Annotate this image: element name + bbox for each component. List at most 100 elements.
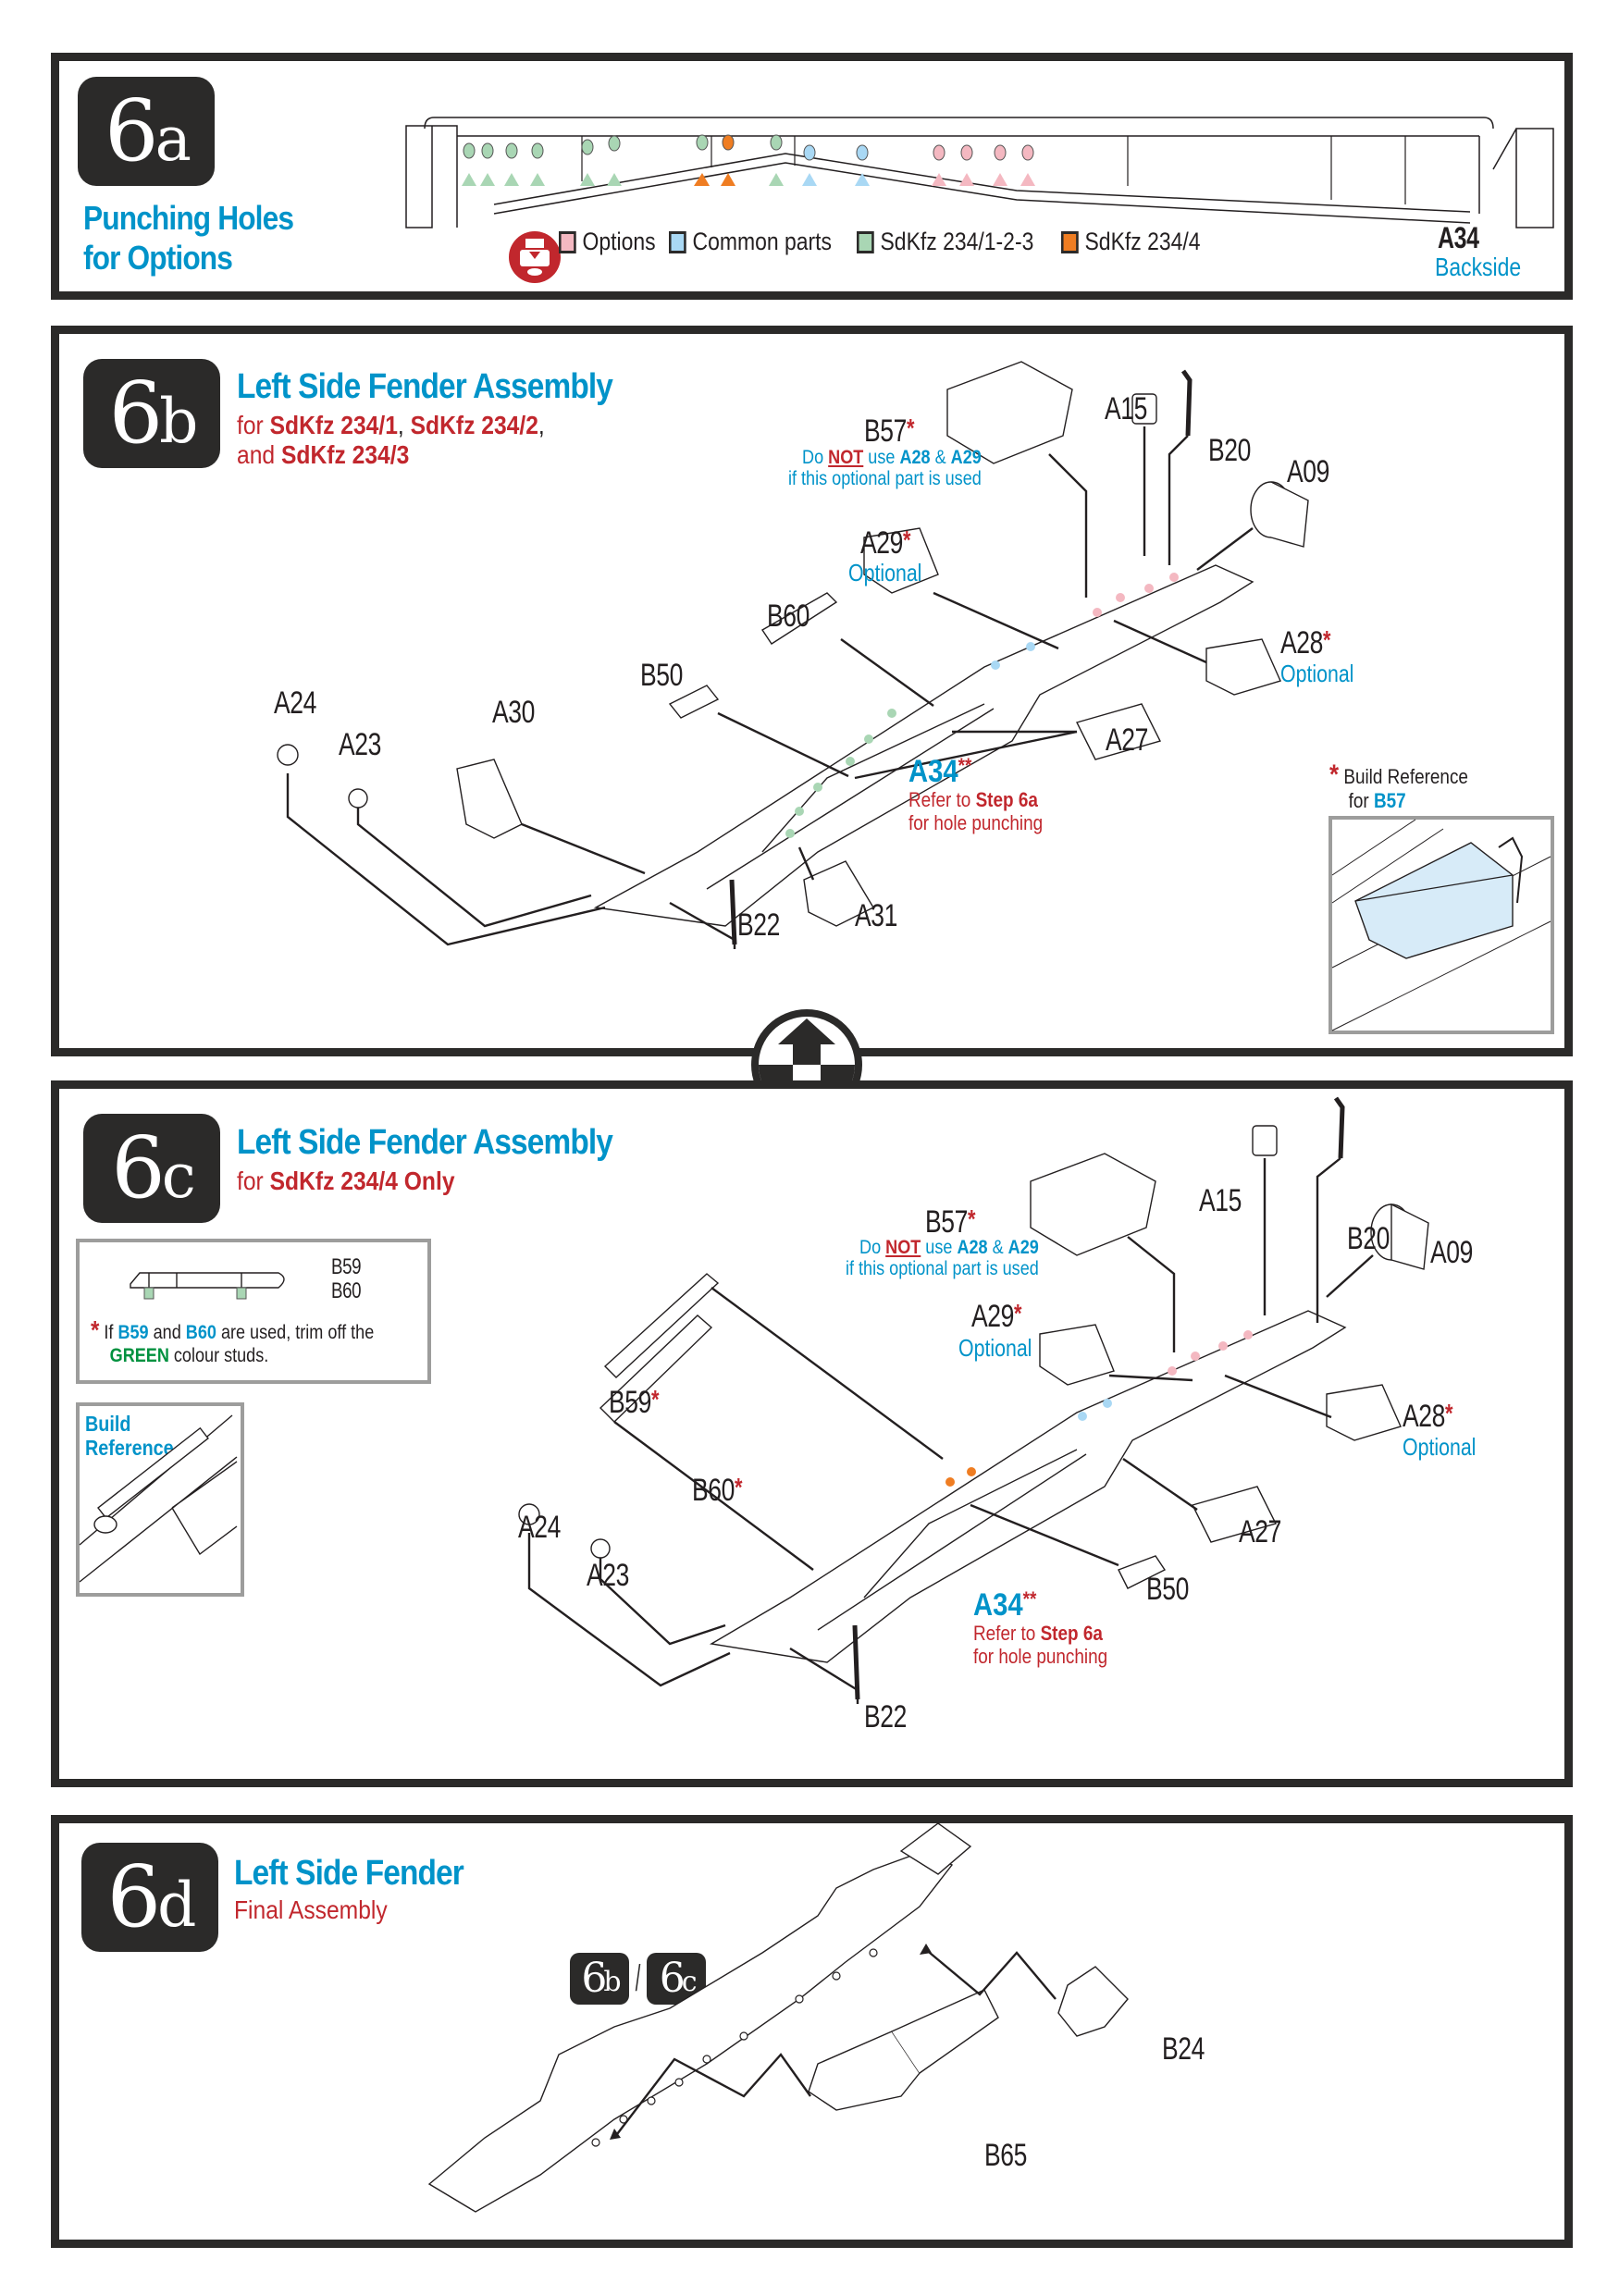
- b57-warning-note: Do NOT use A28 & A29 if this optional pa…: [846, 1237, 1039, 1279]
- text: Reference: [85, 1436, 174, 1461]
- text: and: [237, 440, 281, 470]
- part-a28: [1205, 638, 1281, 696]
- asterisk: *: [1445, 1399, 1453, 1427]
- variant-234-3: SdKfz 234/3: [280, 440, 410, 470]
- swatch-sdkfz123: [857, 230, 874, 253]
- not-emphasis: NOT: [885, 1237, 921, 1258]
- part-a15: [1252, 1125, 1278, 1156]
- part-a23: [348, 788, 368, 809]
- legend-sdkfz4: SdKfz 234/4: [1061, 228, 1201, 256]
- text: colour studs.: [168, 1344, 269, 1366]
- label-b57: B57*: [925, 1204, 976, 1241]
- final-fender-assembly-drawing: [427, 1822, 1129, 2213]
- toolbox-b57-part: [946, 361, 1073, 464]
- badge-letter: a: [154, 104, 192, 175]
- trim-instruction: * If B59 and B60 are used, trim off the …: [91, 1315, 374, 1366]
- part-b22: [729, 879, 737, 945]
- part-ref-b60: B60: [185, 1322, 216, 1343]
- legend-common: Common parts: [669, 228, 832, 256]
- label-b24: B24: [1162, 2031, 1205, 2067]
- part-id: A28: [1403, 1399, 1446, 1434]
- legend-label: SdKfz 234/1-2-3: [880, 228, 1034, 255]
- a34-backside-diagram: [405, 117, 1554, 228]
- text: Do: [802, 447, 829, 468]
- part-a23: [590, 1538, 611, 1559]
- asterisk: *: [903, 525, 911, 554]
- part-id: B57: [864, 414, 908, 449]
- part-a28: [1326, 1384, 1402, 1441]
- part-b24: [1057, 1966, 1129, 2037]
- text: and: [148, 1322, 186, 1343]
- label-a31: A31: [855, 898, 898, 933]
- label-a27: A27: [1239, 1514, 1282, 1549]
- part-ref-a29: A29: [1007, 1237, 1039, 1258]
- asterisk: *: [1014, 1299, 1022, 1327]
- label-a29: A29*: [860, 525, 911, 562]
- badge-number: 6: [108, 364, 164, 463]
- text: Build: [85, 1412, 131, 1436]
- part-id-b59: B59: [331, 1254, 362, 1279]
- part-a27: [1191, 1486, 1278, 1543]
- part-label-a34: A34: [1438, 221, 1479, 254]
- part-id: B59: [609, 1385, 652, 1420]
- badge-number: 6: [106, 1847, 162, 1946]
- part-a31: [803, 860, 874, 927]
- trim-studs-note-box: B59 B60 * If B59 and B60 are used, trim …: [76, 1239, 431, 1384]
- hole-punch-icon: [509, 231, 561, 283]
- part-a29: [863, 527, 939, 594]
- not-emphasis: NOT: [828, 447, 864, 468]
- b59-reference-drawing: [79, 1414, 238, 1583]
- label-b60: B60: [767, 599, 810, 634]
- label-a23: A23: [587, 1558, 630, 1593]
- step-6a-title: Punching Holes for Options: [83, 198, 294, 278]
- badge-letter: b: [603, 1966, 621, 1998]
- label-a29: A29*: [971, 1299, 1022, 1335]
- asterisk: *: [651, 1385, 660, 1413]
- step-6c-variant: for SdKfz 234/4 Only: [237, 1167, 455, 1196]
- part-id: A28: [1280, 625, 1324, 660]
- asterisk: *: [907, 414, 915, 442]
- text: ,: [397, 411, 411, 439]
- part-id: B57: [925, 1204, 969, 1240]
- variant-234-1: SdKfz 234/1: [269, 411, 398, 439]
- part-b20: [1333, 1096, 1345, 1159]
- title-line-2: for Options: [83, 239, 233, 278]
- part-a24: [518, 1503, 540, 1525]
- badge-number: 6: [581, 1955, 607, 2002]
- a34-hole-punching-note: A34** Refer to Step 6a for hole punching: [908, 754, 1044, 834]
- text: &: [930, 447, 951, 468]
- part-a29: [1039, 1324, 1115, 1386]
- label-b60: B60*: [692, 1473, 743, 1509]
- optional-a28: Optional: [1280, 660, 1354, 687]
- part-a24: [277, 744, 299, 766]
- text: for: [1348, 789, 1374, 812]
- legend-sdkfz123: SdKfz 234/1-2-3: [857, 228, 1033, 256]
- asterisks: **: [1022, 1587, 1037, 1611]
- toolbox-b57-part: [1030, 1153, 1156, 1256]
- label-a09: A09: [1430, 1235, 1474, 1270]
- part-ref-b57: B57: [1373, 789, 1406, 812]
- text: Refer to: [908, 788, 976, 812]
- asterisk: *: [735, 1473, 743, 1501]
- legend-label: SdKfz 234/4: [1084, 228, 1201, 255]
- label-b22: B22: [864, 1699, 908, 1734]
- text: Build Reference: [1343, 765, 1468, 788]
- label-a28: A28*: [1280, 625, 1331, 661]
- part-b22: [852, 1624, 860, 1700]
- part-b50: [1118, 1555, 1167, 1589]
- swatch-common: [669, 230, 686, 253]
- text: use: [921, 1237, 958, 1258]
- label-b57: B57*: [864, 414, 915, 450]
- label-b65: B65: [984, 2138, 1028, 2173]
- label-a27: A27: [1106, 722, 1149, 758]
- text: for hole punching: [908, 810, 1044, 834]
- label-b20: B20: [1347, 1221, 1390, 1256]
- part-ref-a34: A34: [973, 1587, 1023, 1623]
- label-a15: A15: [1199, 1183, 1242, 1218]
- hole-markers: [462, 134, 1035, 186]
- step-6b-title: Left Side Fender Assembly: [237, 367, 613, 406]
- build-reference-b59-image: Build Reference: [76, 1402, 244, 1597]
